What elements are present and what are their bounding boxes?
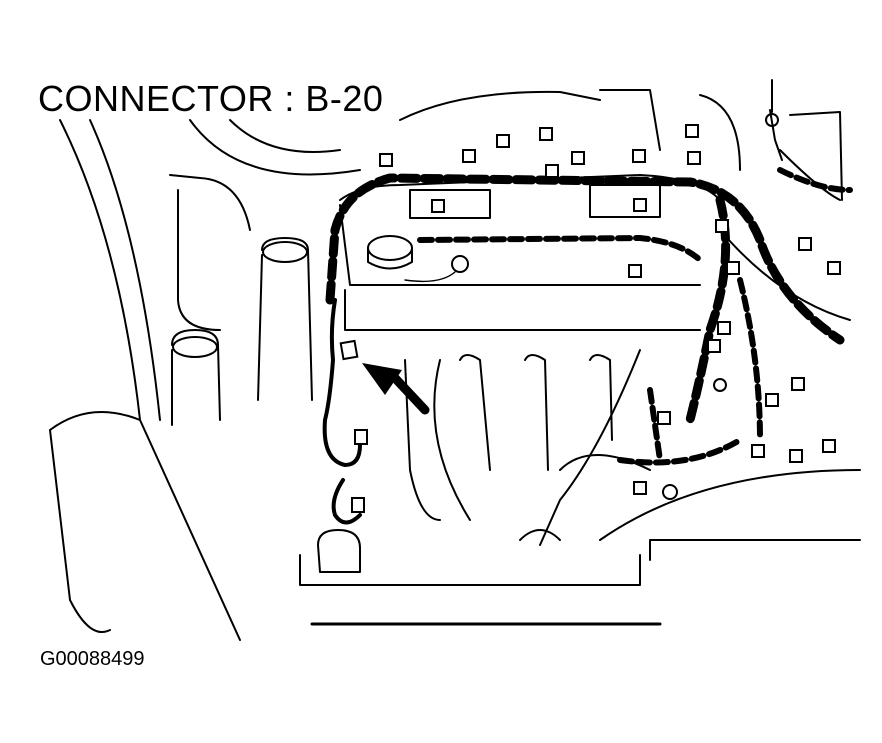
intake-runners xyxy=(404,349,651,546)
engine-top xyxy=(339,89,741,331)
oil-filler-cap xyxy=(367,235,469,283)
lower-frame xyxy=(299,469,861,626)
wiring-harness xyxy=(325,173,845,466)
strut-tower-right xyxy=(257,237,313,401)
connector-title: CONNECTOR : B-20 xyxy=(38,78,384,119)
connector-b20 xyxy=(339,339,368,513)
strut-tower-left xyxy=(171,329,221,426)
pointer-arrow xyxy=(362,363,430,415)
wire-loop-left xyxy=(322,298,362,525)
fender-outline xyxy=(49,119,361,641)
figure-id: G00088499 xyxy=(40,648,145,670)
harness-connectors xyxy=(379,124,841,500)
